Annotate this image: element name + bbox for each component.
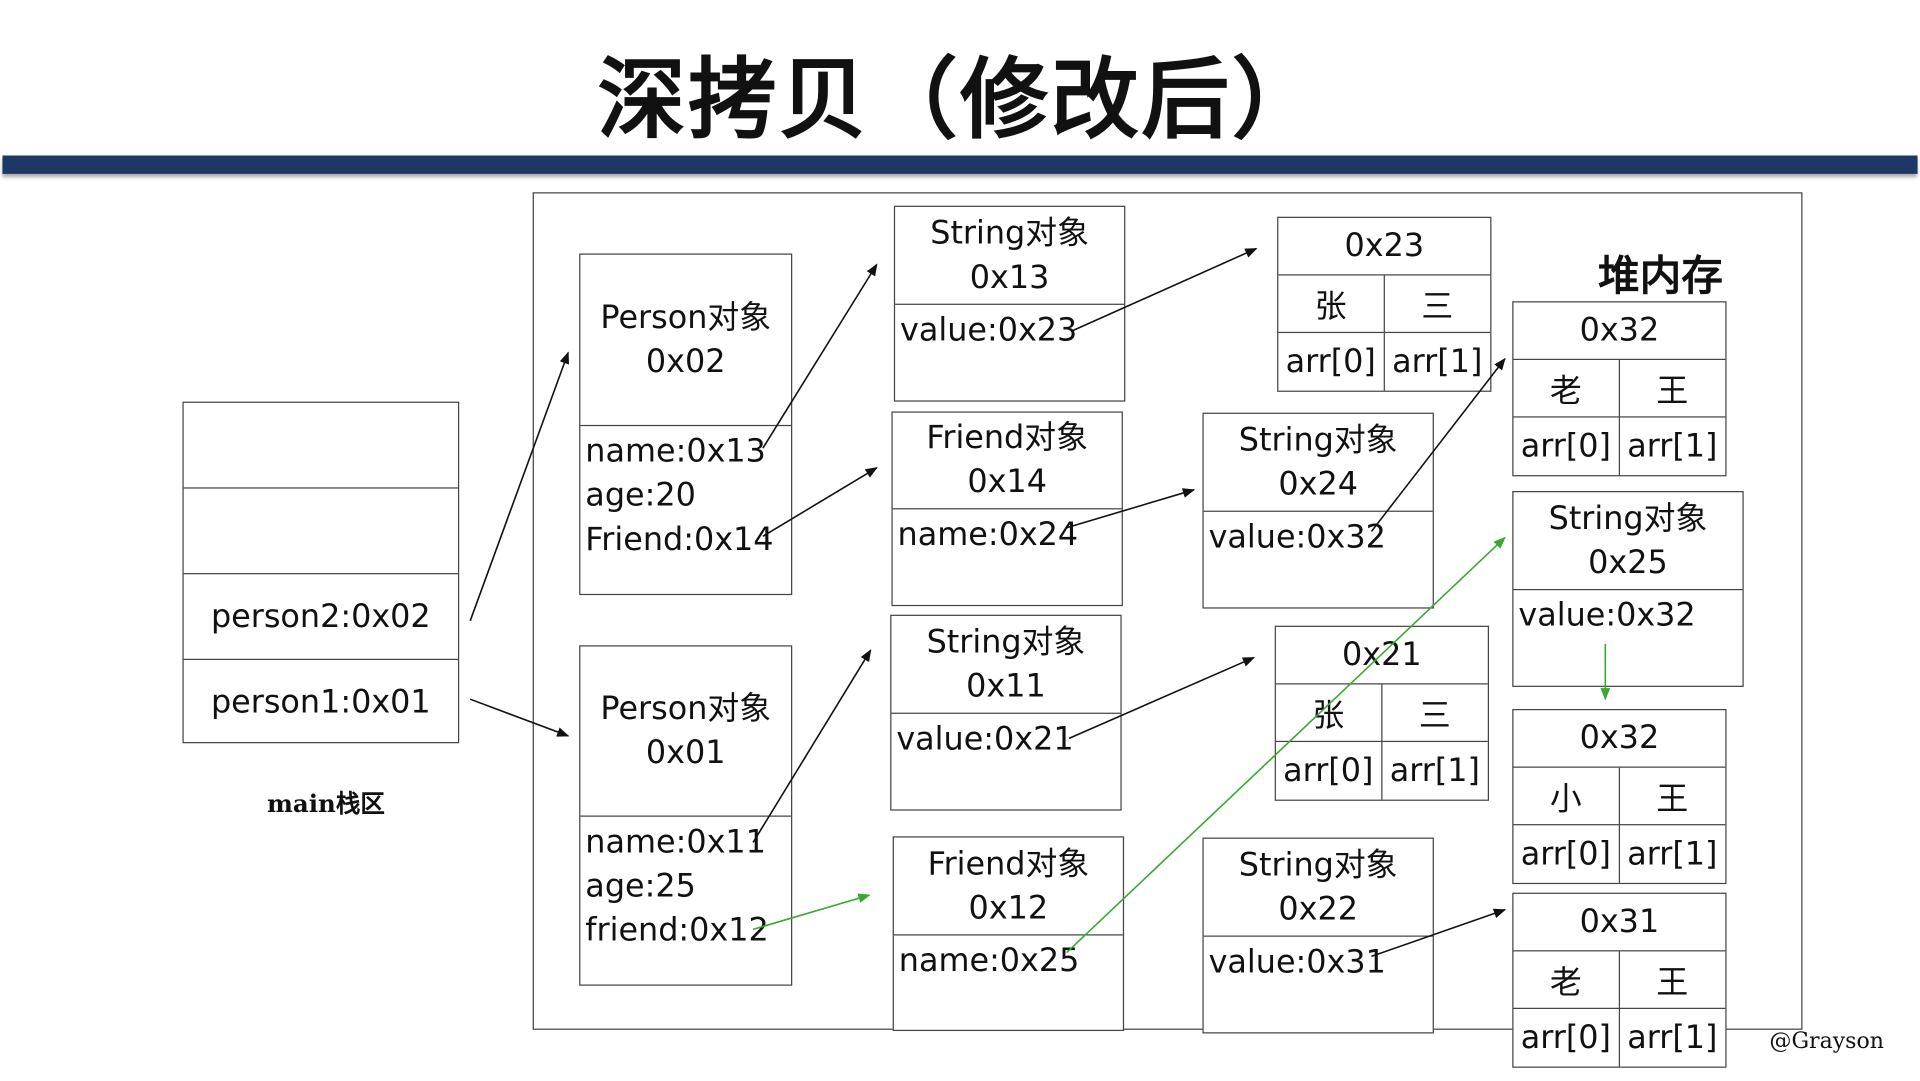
array-index-1: arr[1] xyxy=(1627,427,1718,465)
arrow-value-to-array-0x32 xyxy=(1370,357,1506,532)
arrow-value-to-array-0x31 xyxy=(1371,908,1507,958)
string-object-0x25: String对象 0x25 value:0x32 xyxy=(1512,491,1744,687)
array-index-1: arr[1] xyxy=(1392,343,1483,381)
field-value: value:0x31 xyxy=(1208,944,1386,981)
object-address: 0x11 xyxy=(966,667,1046,705)
arrow-friend-to-friend-0x12 xyxy=(752,893,871,931)
array-char-1: 三 xyxy=(1384,276,1491,334)
array-index-1: arr[1] xyxy=(1627,835,1718,873)
heap-frame xyxy=(532,192,1803,1030)
object-type: Person对象 xyxy=(600,690,772,728)
string-object-0x11: String对象 0x11 value:0x21 xyxy=(890,614,1122,811)
field-name: name:0x24 xyxy=(897,516,1079,554)
char-array-0x32-lao-wang: 0x32 老 王 arr[0] arr[1] xyxy=(1512,301,1727,477)
array-index-0: arr[0] xyxy=(1276,742,1382,800)
object-address: 0x22 xyxy=(1278,890,1358,928)
char-array-0x31: 0x31 老 王 arr[0] arr[1] xyxy=(1512,892,1727,1068)
field-value: value:0x32 xyxy=(1208,519,1386,556)
array-char-1: 王 xyxy=(1619,768,1726,826)
object-address: 0x24 xyxy=(1278,465,1358,503)
field-name: name:0x11 xyxy=(585,824,766,861)
arrow-name-to-string-0x13 xyxy=(762,263,878,449)
author-credit: @Grayson xyxy=(1769,1028,1884,1055)
stack-slot-empty-2 xyxy=(183,489,458,575)
object-type: String对象 xyxy=(930,214,1089,252)
char-array-0x23: 0x23 张 三 arr[0] arr[1] xyxy=(1277,216,1492,392)
field-name: name:0x13 xyxy=(585,433,766,471)
array-char-0: 小 xyxy=(1513,767,1620,826)
array-address: 0x32 xyxy=(1513,302,1726,361)
field-age: age:20 xyxy=(585,477,696,515)
object-address: 0x02 xyxy=(645,343,726,381)
field-age: age:25 xyxy=(585,868,696,905)
arrow-person2-to-person-0x02 xyxy=(469,351,569,622)
friend-object-0x14: Friend对象 0x14 name:0x24 xyxy=(891,411,1123,607)
heap-label: 堆内存 xyxy=(1597,252,1723,302)
array-char-0: 张 xyxy=(1275,684,1382,743)
arrow-value-to-array-0x23 xyxy=(1072,247,1258,332)
string-object-0x24: String对象 0x24 value:0x32 xyxy=(1202,412,1434,609)
array-address: 0x32 xyxy=(1513,710,1726,768)
object-type: Person对象 xyxy=(600,299,772,337)
page-title: 深拷贝（修改后） xyxy=(597,46,1323,151)
object-address: 0x13 xyxy=(969,258,1050,296)
array-index-0: arr[0] xyxy=(1513,417,1620,476)
array-index-1: arr[1] xyxy=(1627,1019,1718,1057)
array-index-1: arr[1] xyxy=(1389,752,1480,790)
main-stack-label: main栈区 xyxy=(266,788,385,818)
array-char-0: 张 xyxy=(1278,275,1385,334)
field-name: name:0x25 xyxy=(898,942,1080,980)
object-address: 0x25 xyxy=(1588,544,1668,582)
object-type: Friend对象 xyxy=(927,845,1090,883)
array-index-0: arr[0] xyxy=(1278,333,1385,391)
array-address: 0x31 xyxy=(1513,894,1726,952)
array-index-0: arr[0] xyxy=(1513,825,1620,883)
arrow-friend-to-friend-0x14 xyxy=(762,467,878,538)
object-type: String对象 xyxy=(926,623,1086,661)
object-type: String对象 xyxy=(1238,421,1398,459)
string-object-0x13: String对象 0x13 value:0x23 xyxy=(893,205,1126,402)
array-char-0: 老 xyxy=(1513,951,1620,1009)
object-type: String对象 xyxy=(1238,846,1398,884)
object-address: 0x12 xyxy=(968,889,1049,927)
field-value: value:0x23 xyxy=(900,312,1078,349)
array-address: 0x23 xyxy=(1278,218,1491,276)
stack-slot-person2: person2:0x02 xyxy=(183,574,458,661)
field-value: value:0x32 xyxy=(1518,597,1696,635)
string-object-0x22: String对象 0x22 value:0x31 xyxy=(1202,837,1434,1034)
arrow-name-to-string-0x24 xyxy=(1066,488,1196,529)
main-stack-frame: person2:0x02 person1:0x01 xyxy=(182,401,460,744)
person-object-0x02: Person对象 0x02 name:0x13 age:20 Friend:0x… xyxy=(579,253,793,596)
array-char-1: 王 xyxy=(1619,951,1726,1009)
char-array-0x32-xiao-wang: 0x32 小 王 arr[0] arr[1] xyxy=(1512,708,1727,885)
field-value: value:0x21 xyxy=(896,721,1074,758)
object-address: 0x01 xyxy=(645,734,726,772)
array-char-1: 王 xyxy=(1619,360,1726,418)
stack-slot-person1: person1:0x01 xyxy=(210,683,431,721)
array-char-0: 老 xyxy=(1513,360,1620,418)
object-type: String对象 xyxy=(1548,500,1708,537)
object-address: 0x14 xyxy=(967,464,1047,501)
field-friend: Friend:0x14 xyxy=(585,521,774,559)
arrow-name-to-string-0x11 xyxy=(752,649,872,843)
field-friend: friend:0x12 xyxy=(585,912,769,949)
arrow-value-to-array-0x21 xyxy=(1068,656,1256,740)
array-char-1: 三 xyxy=(1381,684,1488,743)
arrow-name-to-string-0x25 xyxy=(1065,536,1506,954)
stack-slot-empty-1 xyxy=(183,403,458,489)
array-index-0: arr[0] xyxy=(1513,1008,1620,1067)
arrow-person1-to-person-0x01 xyxy=(469,698,570,737)
title-divider-bar xyxy=(2,155,1918,174)
object-type: Friend对象 xyxy=(926,420,1088,457)
